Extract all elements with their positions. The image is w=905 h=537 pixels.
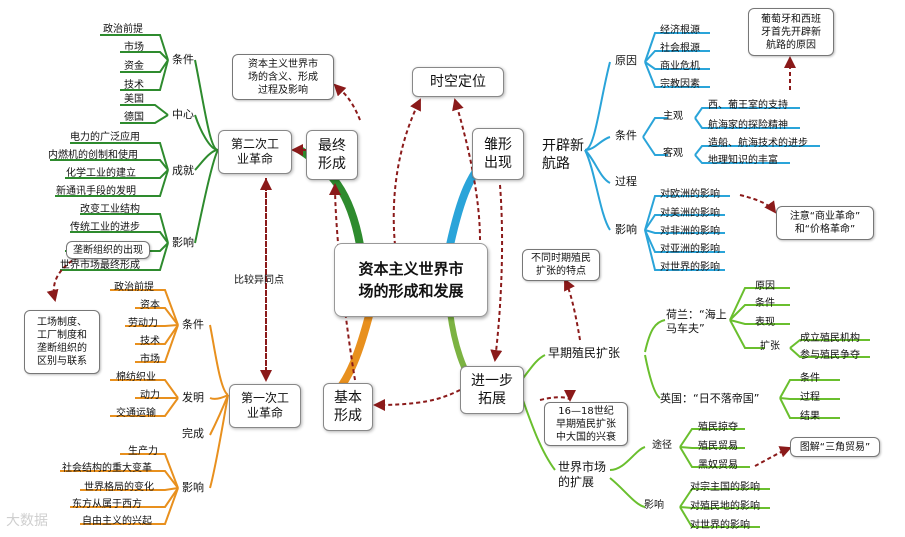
list-item: 德国 <box>124 112 144 123</box>
list-item: 棉纺织业 <box>116 372 156 383</box>
list-item: 交通运输 <box>116 408 156 419</box>
note-portugal-spain: 葡萄牙和西班 牙首先开辟新 航路的原因 <box>748 8 834 56</box>
list-item-monopoly: 垄断组织的出现 <box>66 241 150 259</box>
list-item: 资本 <box>140 300 160 311</box>
list-item: 表现 <box>755 317 775 328</box>
list-item: 动力 <box>140 390 160 401</box>
list-item: 新通讯手段的发明 <box>56 186 136 197</box>
list-item: 过程 <box>800 392 820 403</box>
list-item: 商业危机 <box>660 61 700 72</box>
node-final-formation: 最终 形成 <box>306 130 358 180</box>
label-causes: 原因 <box>615 54 637 67</box>
list-item: 条件 <box>800 373 820 384</box>
list-item: 参与殖民争夺 <box>800 350 860 361</box>
list-item: 劳动力 <box>128 318 158 329</box>
label-influence: 影响 <box>615 223 637 236</box>
list-item: 宗教因素 <box>660 79 700 90</box>
node-basic-formation: 基本 形成 <box>323 383 373 431</box>
list-item: 改变工业结构 <box>80 204 140 215</box>
list-item: 技术 <box>140 336 160 347</box>
note-factory-systems: 工场制度、 工厂制度和 垄断组织的 区别与联系 <box>24 310 100 374</box>
list-item: 西、葡王室的支持 <box>708 100 788 111</box>
note-colonial-features: 不同时期殖民 扩张的特点 <box>522 249 600 281</box>
list-item: 造船、航海技术的进步 <box>708 138 808 149</box>
label-subjective: 主观 <box>663 111 683 122</box>
node-britain: 英国：“日不落帝国” <box>660 392 760 405</box>
list-item: 航海家的探险精神 <box>708 120 788 131</box>
list-item: 世界格局的变化 <box>84 482 154 493</box>
label-influence: 影响 <box>172 236 194 249</box>
list-item: 成立殖民机构 <box>800 333 860 344</box>
node-emergence: 雏形 出现 <box>472 128 524 180</box>
list-item: 对世界的影响 <box>660 262 720 273</box>
label-conditions: 条件 <box>172 53 194 66</box>
list-item: 化学工业的建立 <box>66 168 136 179</box>
list-item: 地理知识的丰富 <box>708 155 778 166</box>
list-item: 对宗主国的影响 <box>690 482 760 493</box>
list-item: 对殖民地的影响 <box>690 501 760 512</box>
label-objective: 客观 <box>663 148 683 159</box>
compare-label: 比较异同点 <box>234 275 284 286</box>
node-new-sea-routes: 开辟新 航路 <box>542 138 584 172</box>
node-spacetime: 时空定位 <box>412 67 504 97</box>
label-influence: 影响 <box>644 500 664 511</box>
label-achievements: 成就 <box>172 164 194 177</box>
list-item: 结果 <box>800 411 820 422</box>
list-item: 内燃机的创制和使用 <box>48 150 138 161</box>
list-item: 对非洲的影响 <box>660 226 720 237</box>
node-further-expansion: 进一步 拓展 <box>460 366 524 414</box>
list-item: 美国 <box>124 94 144 105</box>
label-expansion: 扩张 <box>760 341 780 352</box>
label-process: 过程 <box>615 175 637 188</box>
note-commercial-revolution: 注意“商业革命” 和“价格革命” <box>776 206 874 240</box>
note-triangle-trade: 图解“三角贸易” <box>790 437 880 457</box>
list-item: 对美洲的影响 <box>660 208 720 219</box>
list-item: 自由主义的兴起 <box>82 516 152 527</box>
node-first-industrial-revolution: 第一次工 业革命 <box>229 384 301 428</box>
label-conditions: 条件 <box>182 318 204 331</box>
label-channels: 途径 <box>652 440 672 451</box>
list-item: 原因 <box>755 281 775 292</box>
list-item: 对世界的影响 <box>690 520 750 531</box>
list-item: 经济根源 <box>660 25 700 36</box>
list-item: 黑奴贸易 <box>698 460 738 471</box>
node-second-industrial-revolution: 第二次工 业革命 <box>218 130 292 174</box>
list-item: 东方从属于西方 <box>72 499 142 510</box>
central-topic: 资本主义世界市 场的形成和发展 <box>334 243 488 317</box>
list-item: 政治前提 <box>114 282 154 293</box>
list-item: 生产力 <box>128 446 158 457</box>
list-item: 世界市场最终形成 <box>60 260 140 271</box>
list-item: 条件 <box>755 298 775 309</box>
list-item: 政治前提 <box>103 24 143 35</box>
list-item: 市场 <box>140 354 160 365</box>
note-rise-and-fall: 16—18世纪 早期殖民扩张 中大国的兴衰 <box>544 402 628 446</box>
list-item: 技术 <box>124 80 144 91</box>
label-influence: 影响 <box>182 481 204 494</box>
label-conditions: 条件 <box>615 129 637 142</box>
label-completion: 完成 <box>182 427 204 440</box>
list-item: 殖民贸易 <box>698 441 738 452</box>
list-item: 传统工业的进步 <box>70 222 140 233</box>
node-netherlands: 荷兰：“海上 马车夫” <box>666 308 727 335</box>
label-inventions: 发明 <box>182 391 204 404</box>
note-world-market-meaning: 资本主义世界市 场的含义、形成 过程及影响 <box>232 54 334 100</box>
list-item: 对亚洲的影响 <box>660 244 720 255</box>
watermark: 大数据 <box>6 513 48 529</box>
list-item: 社会结构的重大变革 <box>62 463 152 474</box>
list-item: 资金 <box>124 61 144 72</box>
list-item: 殖民掠夺 <box>698 422 738 433</box>
list-item: 对欧洲的影响 <box>660 189 720 200</box>
list-item: 电力的广泛应用 <box>70 132 140 143</box>
node-world-market-expansion: 世界市场 的扩展 <box>558 460 607 489</box>
list-item: 社会根源 <box>660 43 700 54</box>
label-center: 中心 <box>172 108 194 121</box>
list-item: 市场 <box>124 42 144 53</box>
node-early-colonial-expansion: 早期殖民扩张 <box>548 346 621 360</box>
